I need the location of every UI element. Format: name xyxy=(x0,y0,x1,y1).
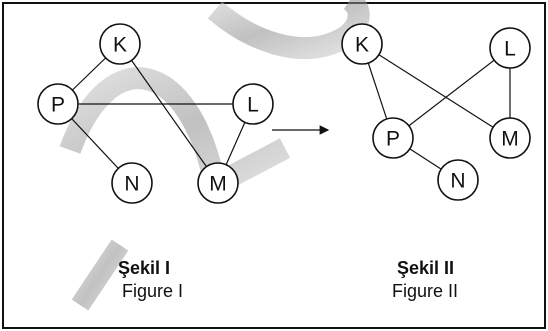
figure-2-node-K-label: K xyxy=(355,34,369,57)
figure-1-node-K-circle xyxy=(99,23,141,65)
figure-2-node-N: N xyxy=(437,159,479,201)
figure-1-node-L: L xyxy=(232,83,274,125)
figure-1-node-N-label: N xyxy=(124,173,139,196)
figure-2-node-L-label: L xyxy=(504,38,516,61)
figure-2-node-M-circle xyxy=(489,117,531,159)
figure-2-nodes: K L P M N xyxy=(341,23,531,201)
figure-2-node-M-label: M xyxy=(501,128,519,151)
figure-1-node-K-label: K xyxy=(113,34,127,57)
figure-2-edge-K-M xyxy=(361,43,511,139)
figure-2-node-M: M xyxy=(489,117,531,159)
figure-2-node-L-circle xyxy=(489,27,531,69)
figure-2-node-K-circle xyxy=(341,23,383,65)
figure-2-node-L: L xyxy=(489,27,531,69)
watermark-mark xyxy=(59,0,370,311)
figure-1-edge-K-M xyxy=(119,43,219,184)
figure-2-caption: Şekil II xyxy=(397,258,455,278)
figure-1-node-K: K xyxy=(99,23,141,65)
figure-1-node-N: N xyxy=(111,162,153,204)
figure-2-node-P-label: P xyxy=(386,128,400,151)
figure-1-node-M-label: M xyxy=(209,173,227,196)
figure-2-edge-L-P xyxy=(392,47,511,139)
figure-1-node-P-label: P xyxy=(51,94,65,117)
figure-1-node-N-circle xyxy=(111,162,153,204)
figure-1-caption: Şekil I xyxy=(118,258,171,278)
figure-2-node-P: P xyxy=(372,117,414,159)
figure-2-node-K: K xyxy=(341,23,383,65)
figure-1-node-L-circle xyxy=(232,83,274,125)
figure-2-edges xyxy=(361,43,511,181)
figure-1-node-M: M xyxy=(197,162,239,204)
figure-1-nodes: K P L N M xyxy=(37,23,274,204)
figure-1-subcaption: Figure I xyxy=(122,281,184,301)
figure-2-node-N-label: N xyxy=(450,170,465,193)
figure-1-node-M-circle xyxy=(197,162,239,204)
figure-2-node-P-circle xyxy=(372,117,414,159)
figure-2-subcaption: Figure II xyxy=(392,281,459,301)
figure-2-node-N-circle xyxy=(437,159,479,201)
figure-1-node-L-label: L xyxy=(247,94,259,117)
figure-1-node-P: P xyxy=(37,83,79,125)
figure-1-node-P-circle xyxy=(37,83,79,125)
